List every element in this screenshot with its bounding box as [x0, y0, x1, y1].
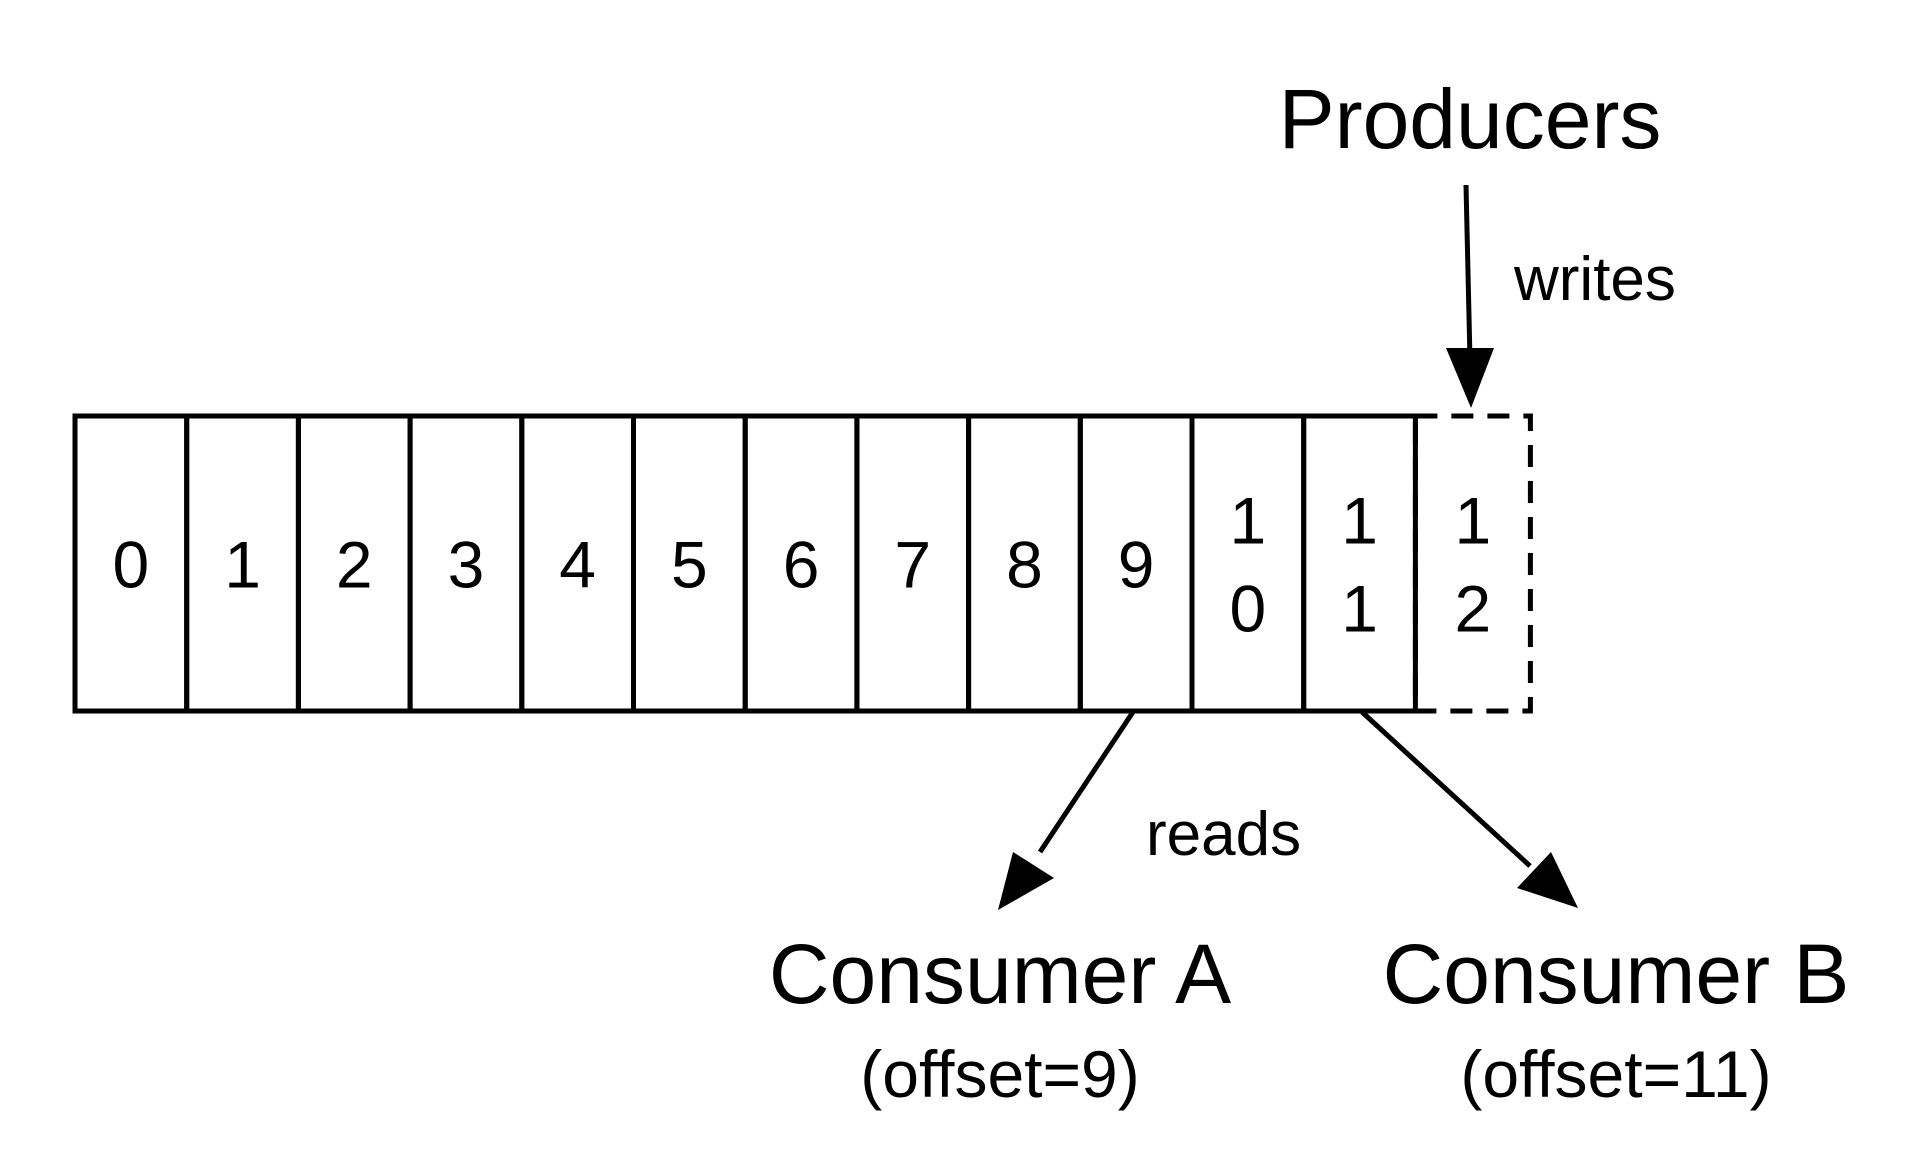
log-cell: 4 [519, 413, 636, 714]
log-cell-digit-10-1: 0 [1229, 572, 1266, 646]
log-cell-box [1301, 413, 1418, 714]
pending-cell-box [1412, 413, 1533, 714]
reads-label: reads [1146, 800, 1301, 869]
consumer-b-offset: (offset=11) [1460, 1037, 1771, 1111]
log-cell: 6 [742, 413, 860, 714]
consumer-a-offset: (offset=9) [860, 1037, 1139, 1111]
writes-label: writes [1513, 245, 1676, 314]
log-cell: 0 [72, 413, 190, 714]
log-cell-number-9: 9 [1118, 528, 1155, 602]
log-cell-box [1189, 413, 1307, 714]
log-cell-number-7: 7 [894, 528, 931, 602]
reads-arrow-a-head [998, 852, 1054, 910]
log-cell-number-1: 1 [224, 528, 261, 602]
writes-arrow-head [1446, 348, 1494, 408]
log-cell: 11 [1301, 413, 1418, 714]
consumer-b-label: Consumer B [1383, 927, 1850, 1021]
consumer-a-label: Consumer A [769, 927, 1231, 1021]
log-cell: 8 [966, 413, 1083, 714]
log-cell: 7 [854, 413, 972, 714]
producers-label: Producers [1279, 72, 1662, 166]
log-cell: 3 [407, 413, 525, 714]
log-cell: 9 [1077, 413, 1195, 714]
reads-arrow-b-shaft [1360, 710, 1532, 868]
log-cell-digit-12-0: 1 [1455, 484, 1492, 558]
pending-cell: 12 [1412, 413, 1533, 714]
reads-arrow-a-shaft [1037, 710, 1136, 854]
log-cell: 10 [1189, 413, 1307, 714]
writes-arrow-shaft [1463, 184, 1473, 361]
reads-arrow-b-head [1517, 852, 1578, 908]
log-cell-number-6: 6 [783, 528, 820, 602]
log-cell: 2 [295, 413, 413, 714]
log-cell-number-0: 0 [112, 528, 149, 602]
log-cell-number-3: 3 [448, 528, 485, 602]
log-cell-number-2: 2 [336, 528, 373, 602]
log-cell-number-8: 8 [1006, 528, 1043, 602]
log-cell: 5 [631, 413, 748, 714]
log-cell-digit-12-1: 2 [1455, 572, 1492, 646]
log-cell-digit-10-0: 1 [1229, 484, 1266, 558]
log-cell-number-4: 4 [559, 528, 596, 602]
log-cell-digit-11-1: 1 [1341, 572, 1378, 646]
log-cell: 1 [184, 413, 301, 714]
log-cell-digit-11-0: 1 [1341, 484, 1378, 558]
log-cell-number-5: 5 [671, 528, 708, 602]
